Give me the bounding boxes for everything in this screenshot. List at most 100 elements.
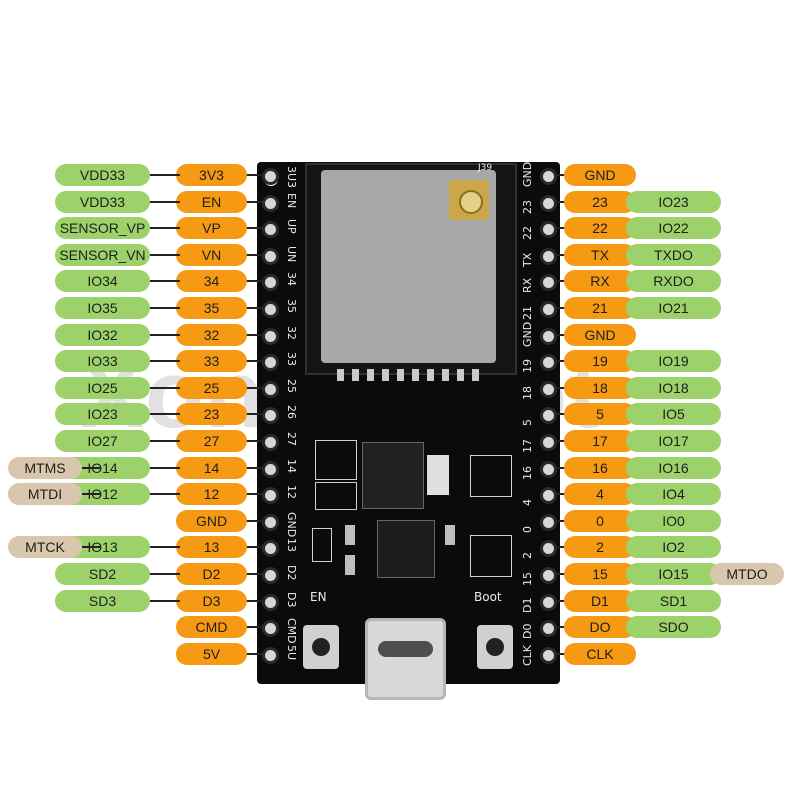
- module-pad: [457, 369, 464, 381]
- function-label-io34: IO34: [55, 270, 150, 293]
- jtag-label-mtdi: MTDI: [8, 483, 82, 506]
- pin-label-d3: D3: [176, 589, 247, 612]
- pin-label-35: 35: [176, 297, 247, 319]
- pin-label-33: 33: [176, 350, 247, 373]
- header-pin-left-9: [262, 407, 279, 425]
- pin-label-gnd: GND: [564, 164, 636, 186]
- component-outline-2: [315, 482, 357, 510]
- header-pin-left-6: [262, 327, 279, 345]
- component-outline-1: [315, 440, 357, 480]
- function-label-io16: IO16: [626, 456, 721, 479]
- header-pin-left-15: [262, 567, 279, 584]
- function-label-io0: IO0: [626, 509, 721, 532]
- silkscreen-left-32: 32: [285, 325, 298, 340]
- function-label-io23: IO23: [626, 190, 721, 213]
- function-label-io5: IO5: [626, 403, 721, 426]
- silkscreen-left-34: 34: [285, 272, 298, 287]
- pin-label-do: DO: [564, 616, 636, 639]
- pin-label-13: 13: [176, 536, 247, 559]
- leader-line: [150, 493, 180, 496]
- pin-label-gnd: GND: [176, 509, 247, 532]
- silkscreen-right-19: 19: [521, 359, 534, 374]
- pin-label-vp: VP: [176, 217, 247, 240]
- boot-button[interactable]: [477, 625, 513, 669]
- pin-label-d2: D2: [176, 563, 247, 585]
- jtag-label-mtdo: MTDO: [710, 563, 784, 585]
- pin-label-19: 19: [564, 350, 636, 373]
- usb-uart-chip: [377, 520, 435, 578]
- function-label-txdo: TXDO: [626, 243, 721, 266]
- smd-part-2: [345, 555, 355, 575]
- pin-label-clk: CLK: [564, 642, 636, 665]
- silkscreen-right-d1: D1: [521, 597, 534, 613]
- header-pin-right-10: [540, 434, 557, 451]
- header-pin-right-6: [540, 327, 557, 345]
- pin-label-34: 34: [176, 270, 247, 293]
- pin-label-18: 18: [564, 376, 636, 399]
- silkscreen-left-13: 13: [285, 538, 298, 553]
- header-pin-right-4: [540, 274, 557, 292]
- leader-line: [150, 227, 180, 230]
- module-pad: [472, 369, 479, 381]
- function-label-io4: IO4: [626, 483, 721, 506]
- silkscreen-right-5: 5: [521, 419, 534, 427]
- header-pin-left-12: [262, 487, 279, 505]
- leader-line: [150, 280, 180, 283]
- silkscreen-right-17: 17: [521, 439, 534, 453]
- usb-c-port: [365, 618, 446, 700]
- silkscreen-left-35: 35: [285, 299, 298, 313]
- function-label-io2: IO2: [626, 536, 721, 559]
- silkscreen-left-25: 25: [285, 378, 298, 393]
- header-pin-right-1: [540, 194, 557, 212]
- module-pad: [382, 369, 389, 381]
- silkscreen-left-5u: 5U: [285, 644, 298, 660]
- header-pin-right-0: [540, 168, 557, 185]
- silkscreen-left-26: 26: [285, 405, 298, 420]
- silkscreen-right-tx: TX: [521, 252, 534, 267]
- jtag-label-mtck: MTCK: [8, 536, 82, 559]
- leader-line: [150, 174, 180, 176]
- function-label-sd1: SD1: [626, 589, 721, 612]
- pin-label-5: 5: [564, 403, 636, 426]
- pin-label-12: 12: [176, 483, 247, 506]
- en-button[interactable]: [303, 625, 339, 669]
- function-label-sd2: SD2: [55, 563, 150, 585]
- silkscreen-left-cmd: CMD: [285, 618, 298, 644]
- pin-label-22: 22: [564, 217, 636, 240]
- header-pin-left-17: [262, 620, 279, 638]
- silkscreen-right-gnd: GND: [521, 161, 534, 187]
- pin-label-15: 15: [564, 563, 636, 585]
- jtag-label-mtms: MTMS: [8, 456, 82, 479]
- module-pad: [337, 369, 344, 381]
- silkscreen-right-clk: CLK: [521, 644, 534, 666]
- silkscreen-right-15: 15: [521, 572, 534, 586]
- function-label-io18: IO18: [626, 376, 721, 399]
- header-pin-left-10: [262, 434, 279, 451]
- voltage-regulator: [362, 442, 424, 509]
- silkscreen-left-3u3: 3U3: [285, 166, 298, 189]
- header-pin-right-12: [540, 487, 557, 505]
- silkscreen-left-27: 27: [285, 432, 298, 446]
- function-label-io25: IO25: [55, 376, 150, 399]
- silkscreen-right-2: 2: [521, 552, 534, 560]
- silkscreen-left-d2: D2: [285, 565, 298, 581]
- leader-line: [80, 466, 100, 469]
- pin-label-2: 2: [564, 536, 636, 559]
- header-pin-left-16: [262, 593, 279, 611]
- module-pad: [412, 369, 419, 381]
- header-pin-right-5: [540, 301, 557, 318]
- module-marking: J39: [478, 163, 493, 173]
- silkscreen-left-en: EN: [285, 192, 298, 208]
- leader-line: [150, 599, 180, 602]
- function-label-vdd33: VDD33: [55, 164, 150, 186]
- silkscreen-right-21: 21: [521, 306, 534, 320]
- silkscreen-left-33: 33: [285, 352, 298, 367]
- header-pin-left-14: [262, 540, 279, 558]
- header-pin-left-3: [262, 247, 279, 265]
- silkscreen-left-un: UN: [285, 245, 298, 263]
- header-pin-left-7: [262, 354, 279, 372]
- header-pin-right-2: [540, 221, 557, 239]
- silkscreen-right-rx: RX: [521, 278, 534, 294]
- function-label-io27: IO27: [55, 430, 150, 452]
